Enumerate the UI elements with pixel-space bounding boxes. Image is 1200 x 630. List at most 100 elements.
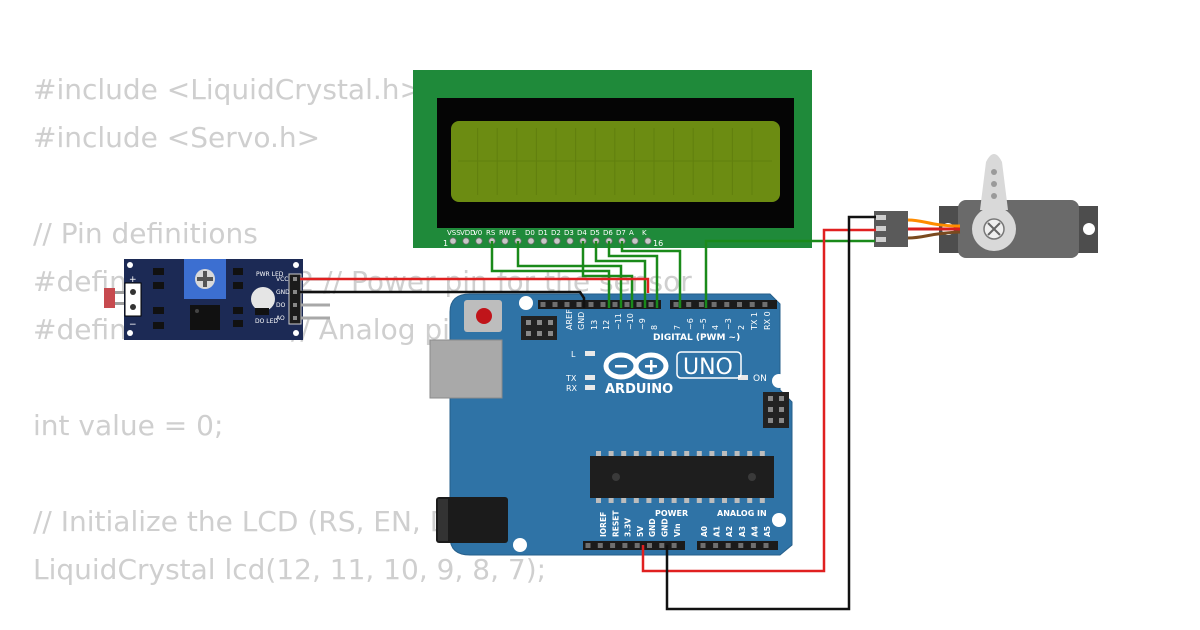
digital-pin-label: ~11: [614, 313, 623, 330]
lcd-pin-label: E: [512, 229, 516, 237]
lcd-pin[interactable]: [540, 237, 548, 245]
wire-lcd-d5-d9: [594, 241, 647, 308]
code-line: LiquidCrystal lcd(12, 11, 10, 9, 8, 7);: [33, 553, 547, 586]
header-pin[interactable]: [600, 302, 606, 307]
l-led: [585, 351, 595, 356]
header-pin[interactable]: [634, 543, 640, 548]
header-pin[interactable]: [763, 543, 769, 548]
sensor-pin-label: VCC: [276, 276, 288, 283]
power-pin-label: GND: [648, 518, 657, 537]
mount-hole: [772, 513, 786, 527]
header-pin[interactable]: [624, 302, 630, 307]
header-pin[interactable]: [725, 543, 731, 548]
lcd-pin[interactable]: [553, 237, 561, 245]
atmega-chip: [590, 456, 774, 498]
lcd-pin-label: VDD: [460, 229, 476, 237]
icsp-header-top: [521, 316, 557, 340]
header-pin[interactable]: [622, 543, 628, 548]
wire-sensor-vcc-d2: [300, 277, 650, 293]
header-pin[interactable]: [610, 543, 616, 548]
digital-pin-label: 12: [602, 320, 611, 330]
servo-signal-lead: [907, 218, 961, 228]
wiring: [300, 215, 876, 611]
digital-pin-label: TX 1: [750, 312, 759, 331]
wire-lcd-d7-d7: [620, 241, 682, 308]
header-pin[interactable]: [737, 302, 742, 307]
header-pin[interactable]: [648, 302, 654, 307]
l-led-label: L: [571, 350, 576, 359]
header-pin[interactable]: [612, 302, 618, 307]
header-pin[interactable]: [750, 543, 756, 548]
lcd-pin[interactable]: [631, 237, 639, 245]
lcd-pin-label: RS: [486, 229, 496, 237]
lcd-pin-label: D5: [590, 229, 600, 237]
header-pin[interactable]: [671, 543, 677, 548]
header-pin[interactable]: [540, 302, 546, 307]
header-pin[interactable]: [647, 543, 652, 548]
lcd-pin[interactable]: [527, 237, 535, 245]
icsp-header-right: [763, 392, 789, 428]
header-pin[interactable]: [762, 302, 768, 307]
lcd-pin-label: K: [642, 229, 647, 237]
lcd-pin-16-label: 16: [653, 239, 663, 248]
power-pin-label: Vin: [673, 523, 682, 537]
header-pin[interactable]: [597, 543, 603, 548]
analog-pin-label: A2: [725, 526, 734, 537]
pwr-led: [251, 287, 275, 311]
header-pin[interactable]: [576, 302, 582, 307]
ldr-terminal: [124, 282, 142, 317]
header-pin[interactable]: [686, 302, 692, 307]
lcd-pin[interactable]: [644, 237, 652, 245]
header-pin[interactable]: [724, 302, 730, 307]
header-pin[interactable]: [713, 543, 719, 548]
mount-hole: [513, 538, 527, 552]
digital-pin-label: 13: [590, 320, 599, 330]
code-line: #include <Servo.h>: [33, 121, 321, 154]
header-pin[interactable]: [564, 302, 570, 307]
header-pin[interactable]: [552, 302, 558, 307]
servo-motor[interactable]: [874, 154, 1098, 258]
header-pin[interactable]: [698, 302, 704, 307]
servo-ground-lead: [907, 230, 961, 240]
lcd-pin[interactable]: [501, 237, 509, 245]
sensor-pin-label: DO: [276, 302, 286, 309]
lcd-pin[interactable]: [475, 237, 483, 245]
arduino-brand: ARDUINO: [605, 382, 673, 397]
rx-led: [585, 385, 595, 390]
tx-label: TX: [565, 374, 577, 383]
lcd-pin[interactable]: [449, 237, 457, 245]
photoresistor: [104, 288, 115, 308]
sensor-pin[interactable]: [301, 316, 330, 320]
header-pin[interactable]: [585, 543, 591, 548]
lcd-pin-label: D0: [525, 229, 535, 237]
digital-label: DIGITAL (PWM ~): [653, 333, 740, 343]
digital-pin-label: 4: [711, 325, 720, 330]
header-pin[interactable]: [588, 302, 594, 307]
wire-servo-gnd: [665, 215, 876, 611]
lcd-pin[interactable]: [462, 237, 470, 245]
lcd-pin-label: D6: [603, 229, 613, 237]
header-pin[interactable]: [659, 543, 665, 548]
dc-power-jack: [436, 497, 508, 543]
header-pin[interactable]: [749, 302, 755, 307]
code-line: int value = 0;: [33, 409, 224, 442]
digital-pin-label: 7: [673, 325, 682, 330]
lcd-pin-label: D3: [564, 229, 574, 237]
mount-hole: [519, 296, 533, 310]
header-pin[interactable]: [700, 543, 706, 548]
header-pin[interactable]: [673, 302, 679, 307]
digital-pin-label: ~6: [686, 318, 695, 330]
lcd-character-grid: [458, 128, 772, 195]
header-pin[interactable]: [738, 543, 744, 548]
header-pin[interactable]: [711, 302, 717, 307]
sensor-pin[interactable]: [301, 303, 330, 307]
lcd-pin[interactable]: [566, 237, 574, 245]
sensor-pin-label: GND: [276, 289, 290, 296]
header-pin[interactable]: [636, 302, 642, 307]
power-pin-label: 5V: [636, 526, 645, 537]
digital-pin-header: [538, 300, 777, 309]
